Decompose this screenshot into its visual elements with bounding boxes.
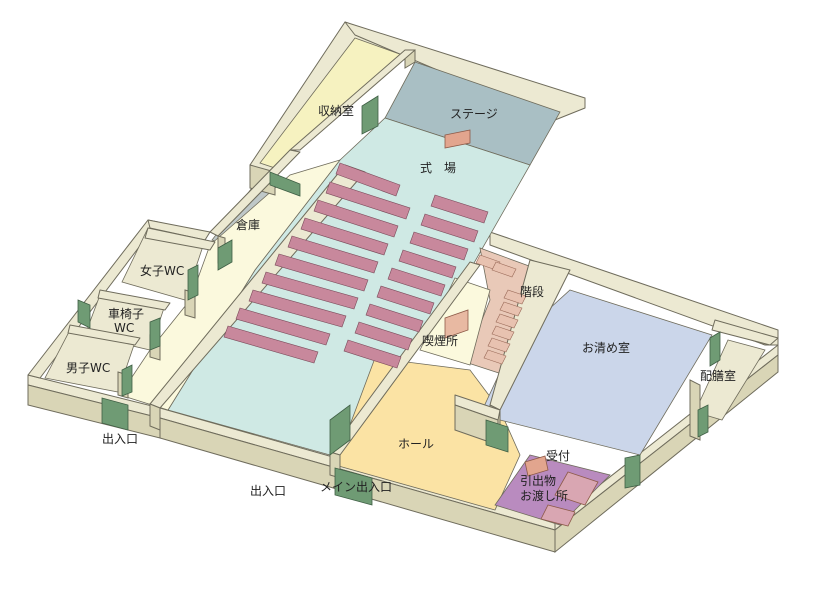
label-main-entrance: メイン出入口 — [320, 480, 392, 494]
corridor-floor — [119, 159, 342, 411]
chair-row — [398, 249, 457, 279]
label-front-entrance: 出入口 — [250, 484, 286, 498]
chair-row — [409, 231, 469, 261]
doors — [77, 95, 721, 506]
reception-desk — [524, 455, 549, 477]
room-labels: 収納室 ステージ 式 場 倉庫 女子WC 車椅子 WC 男子WC 階段 喫煙所 … — [66, 103, 736, 503]
chair-row — [376, 285, 435, 315]
label-smoking-area: 喫煙所 — [422, 334, 458, 348]
label-stairs: 階段 — [520, 284, 544, 299]
label-gift-counter-1: 引出物 — [520, 474, 556, 488]
chair-row — [343, 339, 402, 369]
chair-row — [325, 181, 411, 220]
door-hall-lobby — [329, 404, 351, 456]
door-side-entrance — [101, 397, 129, 431]
door-stage — [361, 95, 379, 135]
door-womens-wc — [187, 264, 199, 301]
chair-row — [387, 267, 446, 297]
label-lobby: ホール — [398, 437, 434, 451]
chair-row — [248, 289, 347, 328]
label-purification-room: お清め室 — [582, 340, 630, 355]
pantry-floor — [694, 339, 766, 421]
chair-row — [420, 213, 479, 243]
door-storage — [269, 171, 301, 197]
label-gift-counter-2: お渡し所 — [520, 488, 568, 503]
chair-row — [235, 307, 331, 346]
door-purification-front — [624, 454, 641, 489]
label-womens-wc: 女子WC — [140, 263, 184, 278]
gift-counter-floor — [494, 454, 611, 526]
label-stage: ステージ — [450, 107, 498, 121]
chair-row — [313, 199, 399, 238]
door-main-entrance — [334, 467, 373, 506]
chair-row — [287, 235, 379, 274]
entrance-labels: 出入口 出入口 メイン出入口 — [102, 432, 392, 498]
door-wc-left — [77, 299, 91, 329]
chair-row — [335, 162, 401, 197]
gift-table — [540, 504, 576, 527]
door-wheelchair-wc — [149, 317, 161, 351]
label-ceremony-hall: 式 場 — [420, 161, 456, 175]
label-reception: 受付 — [546, 449, 570, 463]
chair-row — [274, 253, 369, 292]
stage-podium — [444, 129, 471, 149]
furniture — [444, 309, 599, 527]
label-wheelchair-wc-1: 車椅子 — [108, 307, 144, 321]
stair-steps — [475, 254, 527, 365]
door-warehouse — [217, 239, 233, 271]
door-lobby-purification — [485, 419, 509, 453]
chair-row — [365, 303, 424, 333]
label-side-entrance: 出入口 — [102, 432, 138, 446]
chair-row — [430, 194, 489, 224]
door-pantry — [709, 331, 721, 367]
door-mens-wc — [121, 364, 133, 397]
seating-rows — [223, 162, 489, 369]
label-mens-wc: 男子WC — [66, 361, 110, 375]
gift-shelf — [554, 471, 599, 506]
label-storage-room: 収納室 — [318, 103, 354, 118]
chair-row — [354, 321, 413, 351]
smoking-table — [444, 309, 469, 339]
chair-row — [300, 217, 389, 256]
label-pantry: 配膳室 — [700, 368, 736, 383]
door-pantry-front — [697, 404, 709, 438]
label-warehouse: 倉庫 — [236, 217, 260, 232]
label-wheelchair-wc-2: WC — [114, 321, 134, 335]
chair-row — [261, 271, 359, 310]
chair-row — [223, 325, 319, 364]
